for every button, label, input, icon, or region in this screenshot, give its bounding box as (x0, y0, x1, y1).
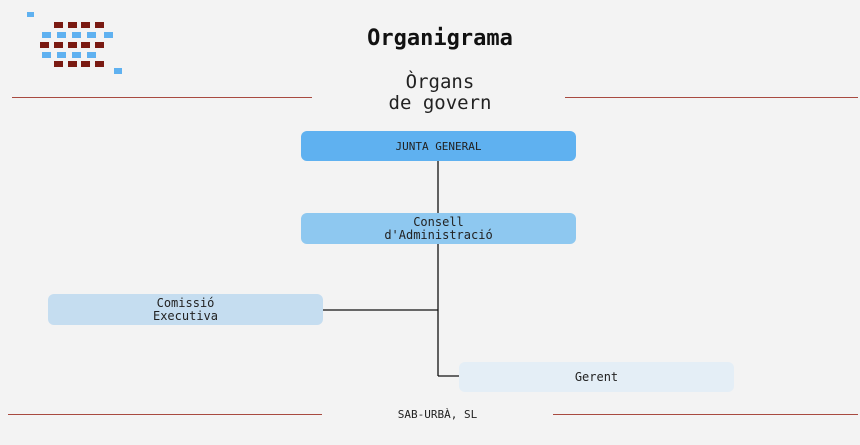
node-gerent: Gerent (459, 362, 734, 392)
node-consell-administracio: Consell d'Administració (301, 213, 576, 244)
node-comissio-executiva: Comissió Executiva (48, 294, 323, 325)
footer-rule-left (8, 414, 322, 415)
company-logo (27, 12, 122, 74)
header-rule-left (12, 97, 312, 98)
node-junta-general: JUNTA GENERAL (301, 131, 576, 161)
header-rule-right (565, 97, 858, 98)
page-title: Organigrama (367, 26, 513, 51)
footer-company: SAB-URBÀ, SL (397, 408, 478, 421)
page-subtitle: Òrgans de govern (388, 71, 492, 114)
footer-rule-right (553, 414, 858, 415)
